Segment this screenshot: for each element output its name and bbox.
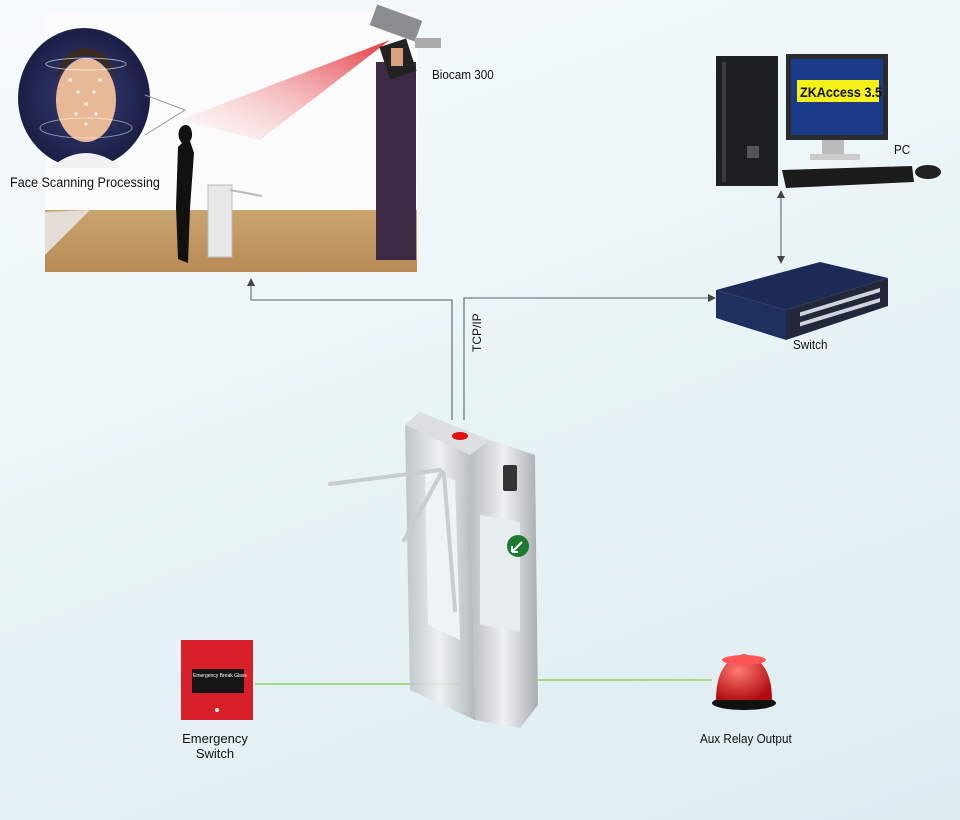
arrow-down-icon [777,256,785,264]
software-screen-label-bg [797,80,879,102]
biocam-device [369,4,441,80]
emergency-label-line1: Emergency [182,731,248,746]
emergency-switch-label: Emergency Switch [173,731,257,761]
aux-relay-label: Aux Relay Output [700,731,792,746]
arrow-right-icon [708,294,716,302]
face-scanning-label: Face Scanning Processing [10,174,160,190]
room-scene [45,4,441,272]
biocam-label: Biocam 300 [432,67,494,82]
network-switch-image [716,262,888,340]
scan-beam [180,40,390,140]
person-silhouette [176,125,194,263]
emergency-label-line2: Switch [195,746,235,761]
emergency-plate-text: Emergency Break Glass [193,673,247,679]
card-reader [503,465,517,491]
software-name: ZKAccess 3.5 [800,84,882,100]
emergency-switch-image [181,640,253,720]
arrow-up-icon [777,190,785,198]
arrow-up-icon [247,278,255,286]
pc-label: PC [894,142,911,157]
network-cables [250,194,782,420]
switch-label: Switch [793,337,828,352]
tcpip-label: TCP/IP [470,313,484,352]
face-scan-image [18,28,187,168]
turnstile-to-switch-line [463,297,712,420]
aux-relay-beacon-image [712,654,776,710]
turnstile-to-biocam-line [250,282,453,420]
pc-image [716,54,941,188]
indicator-light [452,432,468,440]
tripod-turnstile-image [328,412,538,728]
